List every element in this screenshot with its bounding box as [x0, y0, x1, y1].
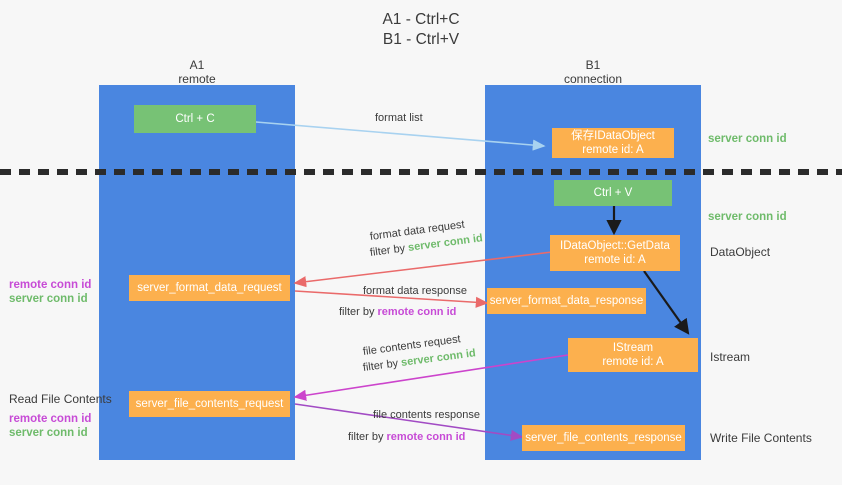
filter-prefix-3: filter by	[362, 357, 402, 374]
edge-label-file-contents-response-line1: file contents response	[373, 409, 481, 421]
filter-key-remote-conn-id-2: remote conn id	[377, 306, 457, 318]
trust-boundary-dashed-line	[0, 169, 842, 175]
node-ctrl-v[interactable]: Ctrl + V	[554, 180, 672, 206]
node-istream[interactable]: IStream remote id: A	[568, 338, 698, 372]
edge-label-format-data-request: format data request filter by server con…	[369, 219, 484, 261]
edge-label-format-data-response-line1: format data response	[363, 285, 467, 297]
annotation-right-top-server-conn-id: server conn id	[708, 133, 787, 145]
annotation-left-read-file-contents: Read File Contents	[9, 392, 112, 406]
annotation-left-mid-remote-conn-id: remote conn id	[9, 279, 92, 291]
annotation-left-low-server-conn-id: server conn id	[9, 427, 88, 439]
node-server-format-data-request[interactable]: server_format_data_request	[129, 275, 290, 301]
node-server-file-contents-request[interactable]: server_file_contents_request	[129, 391, 290, 417]
annotation-right-second-server-conn-id: server conn id	[708, 211, 787, 223]
edge-label-format-data-response: format data response filter by remote co…	[339, 284, 467, 320]
filter-prefix-1: filter by	[369, 242, 409, 259]
annotation-right-write-file-contents: Write File Contents	[710, 431, 812, 445]
annotation-right-dataobject: DataObject	[710, 245, 771, 259]
filter-prefix-4: filter by	[348, 431, 387, 443]
page-title: A1 - Ctrl+C B1 - Ctrl+V	[382, 11, 460, 48]
filter-prefix-2: filter by	[339, 306, 378, 318]
annotation-left-mid-server-conn-id: server conn id	[9, 293, 88, 305]
node-server-file-contents-response[interactable]: server_file_contents_response	[522, 425, 685, 451]
edge-label-file-contents-request: file contents request filter by server c…	[362, 333, 477, 376]
edge-label-file-contents-response: file contents response filter by remote …	[348, 408, 481, 445]
filter-key-remote-conn-id-4: remote conn id	[386, 431, 466, 443]
node-save-idataobject[interactable]: 保存IDataObject remote id: A	[552, 128, 674, 158]
column-header-b1: B1 connection	[563, 58, 623, 86]
node-idataobject-getdata[interactable]: IDataObject::GetData remote id: A	[550, 235, 680, 271]
annotation-right-istream: Istream	[710, 350, 751, 364]
node-ctrl-c[interactable]: Ctrl + C	[134, 105, 256, 133]
annotation-left-low-remote-conn-id: remote conn id	[9, 413, 92, 425]
column-header-a1: A1 remote	[178, 58, 216, 86]
node-server-format-data-response[interactable]: server_format_data_response	[487, 288, 646, 314]
edge-label-format-list: format list	[375, 112, 423, 124]
